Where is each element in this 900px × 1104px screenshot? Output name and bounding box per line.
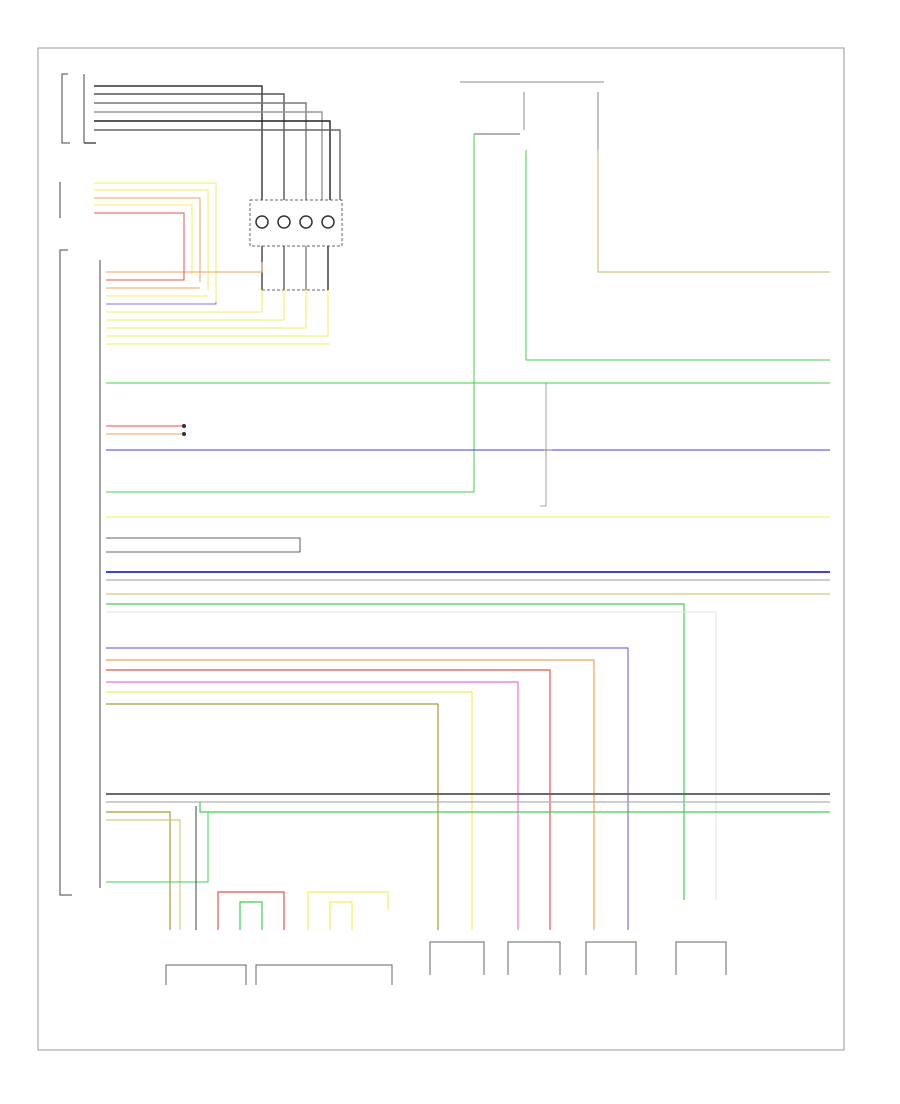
bottom-connector-wires xyxy=(217,891,389,930)
speaker-wires xyxy=(106,647,629,930)
lower-bus-wires xyxy=(106,793,830,930)
top-cable-bundle xyxy=(84,85,341,200)
horizontal-bus-wires xyxy=(106,382,830,900)
top-right-fuses xyxy=(106,81,830,493)
left-module-bracket xyxy=(59,73,101,896)
diagram-frame xyxy=(37,47,845,1051)
upper-left-color-wires xyxy=(94,182,217,302)
central-connector xyxy=(249,199,343,291)
module-to-connector-wires xyxy=(106,262,330,345)
bottom-devices xyxy=(165,941,727,985)
